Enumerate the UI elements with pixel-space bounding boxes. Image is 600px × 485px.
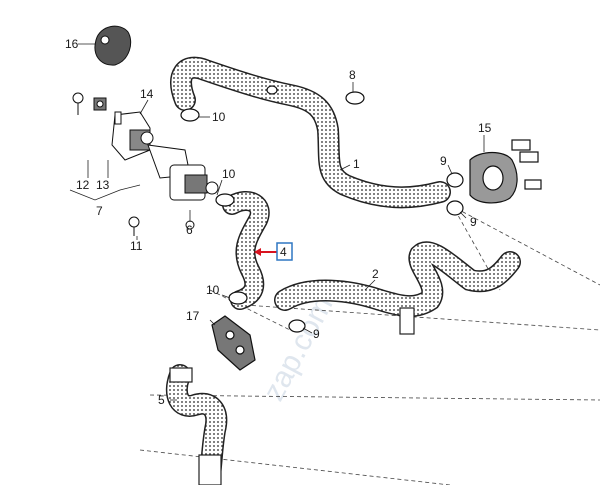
cap-16-shape (94, 25, 132, 66)
highlight-arrowhead (254, 248, 261, 256)
label-1[interactable]: 1 (353, 157, 360, 171)
label-13[interactable]: 13 (96, 178, 110, 192)
label-12[interactable]: 12 (76, 178, 90, 192)
hose-1-shape (170, 56, 451, 209)
hose-5-shape (165, 364, 228, 485)
label-10-top[interactable]: 10 (212, 110, 226, 124)
guide-lines (139, 204, 600, 485)
label-6[interactable]: 6 (186, 223, 193, 237)
label-17[interactable]: 17 (186, 309, 200, 323)
bolt-nut-shapes (72, 92, 107, 115)
label-16[interactable]: 16 (65, 37, 79, 51)
label-8[interactable]: 8 (349, 68, 356, 82)
hose-2-shape (274, 241, 521, 335)
label-10-mid[interactable]: 10 (222, 167, 236, 181)
highlight-box (276, 242, 293, 261)
label-9-bottom[interactable]: 9 (470, 215, 477, 229)
flange-15-shape (469, 139, 542, 204)
label-9-top[interactable]: 9 (440, 154, 447, 168)
screw-shapes (114, 111, 140, 236)
bracket-valve-shapes (111, 111, 219, 230)
watermark-text: zap.com (257, 291, 339, 407)
label-11[interactable]: 11 (130, 239, 143, 253)
label-14[interactable]: 14 (140, 87, 154, 101)
label-5[interactable]: 5 (158, 393, 165, 407)
label-2[interactable]: 2 (372, 267, 379, 281)
clamp-shapes (180, 85, 464, 333)
label-15[interactable]: 15 (478, 121, 492, 135)
leader-lines (69, 43, 485, 401)
label-10-lower[interactable]: 10 (206, 283, 220, 297)
label-7[interactable]: 7 (96, 204, 103, 218)
hose-4-shape (222, 191, 270, 310)
label-4[interactable]: 4 (280, 245, 287, 259)
label-9-hose2[interactable]: 9 (313, 327, 320, 341)
holder-17-shape (211, 315, 256, 371)
part-labels: 16 14 12 13 7 11 6 10 10 10 8 1 15 9 9 9… (65, 37, 492, 407)
